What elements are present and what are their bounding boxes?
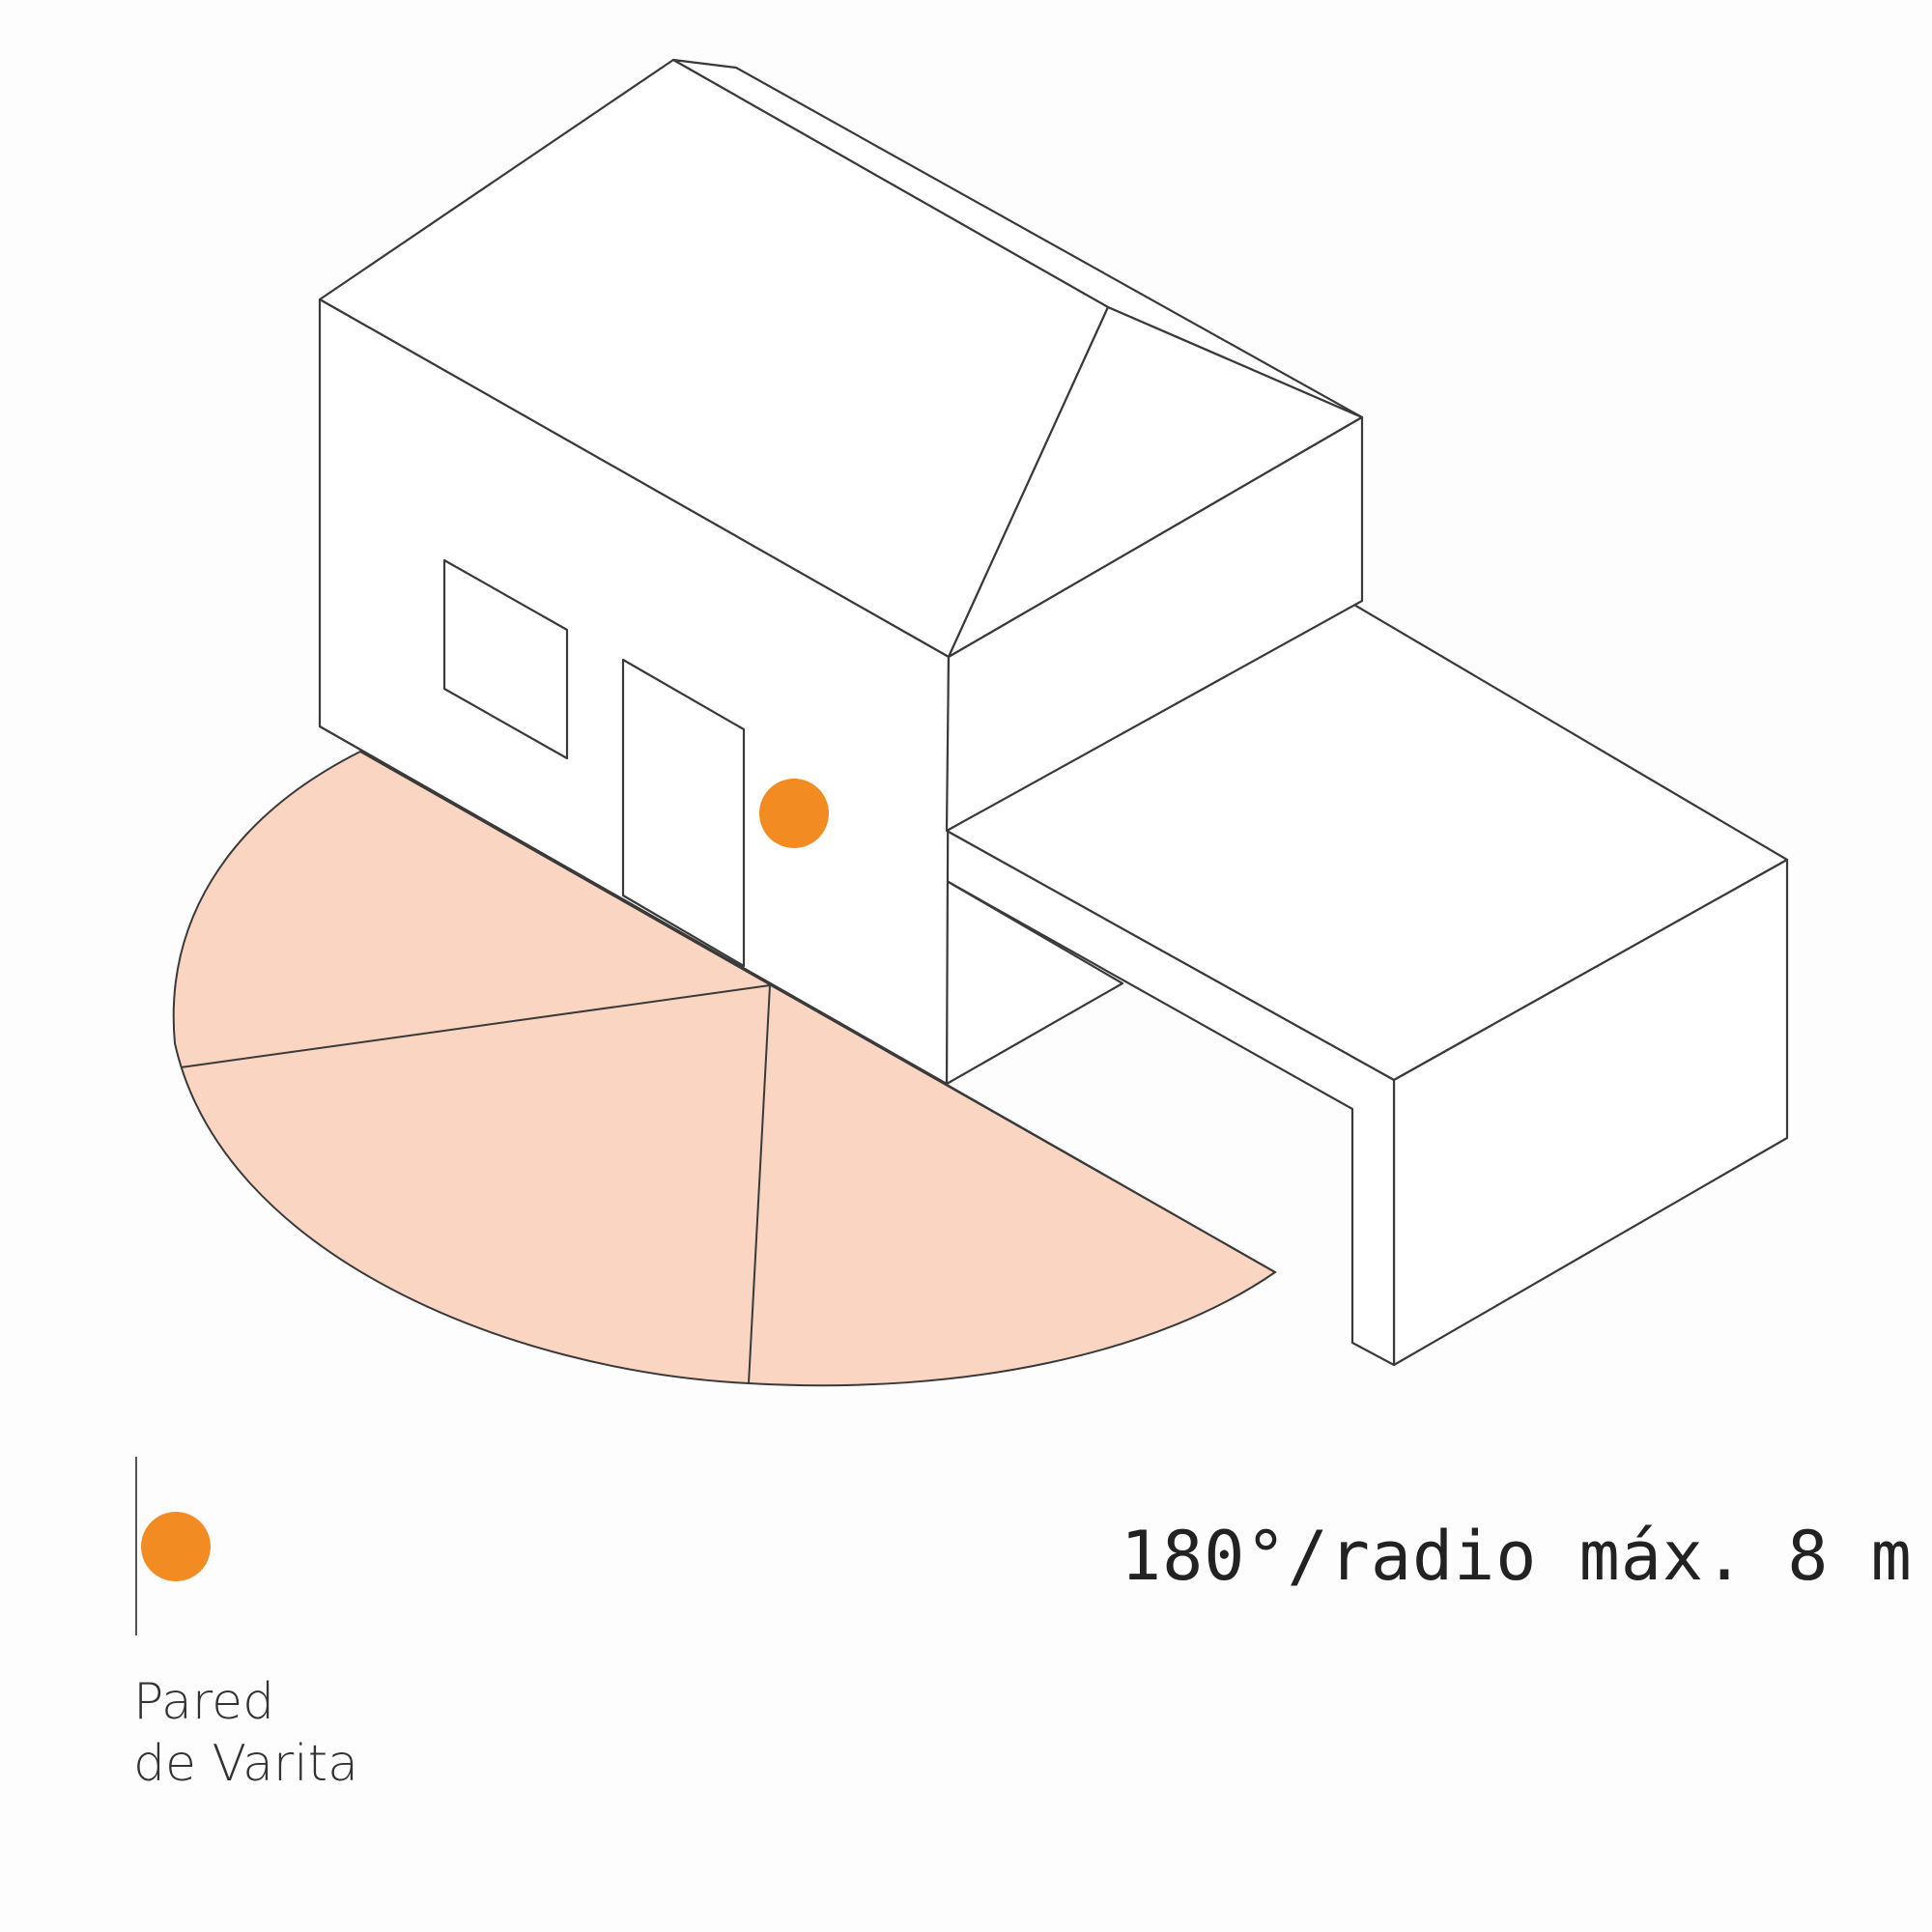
coverage-divider-right xyxy=(748,984,771,1384)
orange-dot-icon xyxy=(141,1512,211,1581)
legend-label-line2: de Varita xyxy=(133,1735,359,1793)
house xyxy=(318,58,1364,1086)
coverage-divider-left xyxy=(180,984,771,1068)
coverage-area xyxy=(172,750,1277,1387)
coverage-fill xyxy=(172,750,1277,1387)
wall-base-line xyxy=(319,725,1276,1273)
coverage-spec-text: 180°/radio máx. 8 m xyxy=(1121,1517,1913,1596)
legend-divider xyxy=(135,1457,137,1635)
house-side-wall xyxy=(945,415,1364,833)
legend-label-line1: Pared xyxy=(133,1673,275,1731)
garage xyxy=(945,599,1789,1367)
house-window xyxy=(442,558,569,760)
sensor-dot-icon xyxy=(759,779,829,848)
house-door xyxy=(621,658,746,968)
legend-label: Pared de Varita xyxy=(133,1671,358,1795)
